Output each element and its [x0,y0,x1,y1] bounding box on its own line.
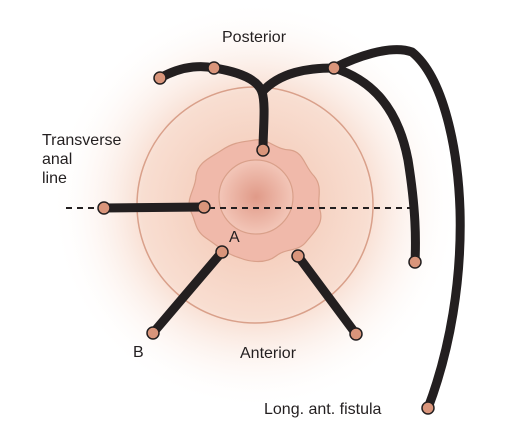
opening-lateral-internal [197,200,211,214]
opening-a [215,245,229,259]
long-anterior-fistula-tract [329,45,465,413]
lateral-tract [99,202,209,213]
opening-posterior-mid [207,61,221,75]
posterior-horseshoe-tract [155,62,269,155]
label-transverse-line-3: line [42,170,67,187]
label-point-a: A [229,229,240,246]
label-posterior: Posterior [222,29,287,46]
label-point-b: B [133,344,144,361]
opening-right-lateral [408,255,422,269]
anterior-tract-b [148,247,227,338]
opening-posterior-left [153,71,167,85]
anal-canal [218,159,294,235]
opening-posterior-internal [256,143,270,157]
label-long-ant-fistula: Long. ant. fistula [264,401,382,418]
label-anterior: Anterior [240,345,297,362]
opening-b [146,326,160,340]
anterior-tract-right [293,251,361,339]
opening-anterior-external [349,327,363,341]
label-transverse-line-1: Transverse [42,132,122,149]
posterior-right-tract [257,63,420,267]
label-transverse-line-2: anal [42,151,72,168]
opening-lateral-external [97,201,111,215]
opening-long-ant-fistula [421,401,435,415]
opening-posterior-right [327,61,341,75]
opening-anterior-internal [291,249,305,263]
label-transverse-anal-line: Transverse anal line [42,132,126,187]
